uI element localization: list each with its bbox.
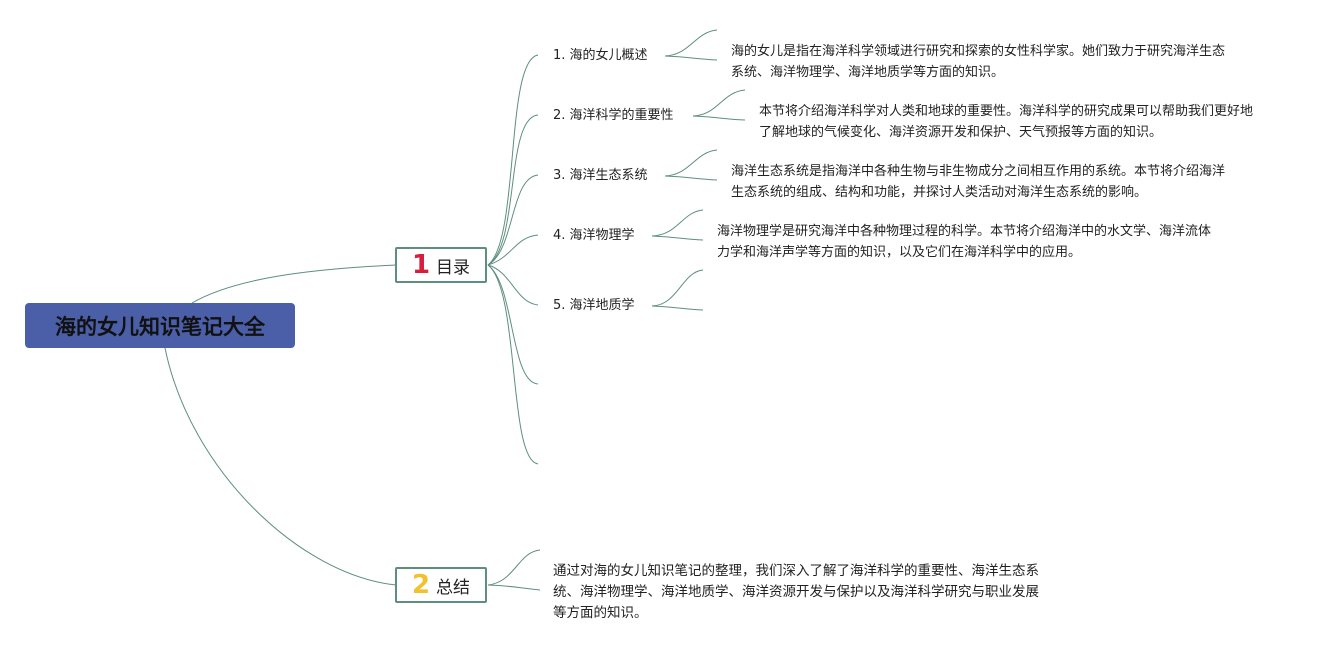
link-topic-4-desc: [651, 209, 704, 237]
toc-desc-2[interactable]: 本节将介绍海洋科学对人类和地球的重要性。海洋科学的研究成果可以帮助我们更好地了解…: [759, 104, 1254, 140]
branch-summary[interactable]: 2 总结: [395, 567, 487, 603]
link-toc-topic-1: [487, 54, 539, 266]
link-root-summary: [164, 347, 397, 586]
root-title: 海的女儿知识笔记大全: [55, 314, 265, 339]
toc-topic-4[interactable]: 4. 海洋物理学: [553, 228, 635, 243]
link-topic-1-desc: [664, 29, 718, 57]
branch-number-1: 1: [411, 250, 431, 280]
link-topic-5-desc: [651, 269, 704, 307]
toc-topic-3[interactable]: 3. 海洋生态系统: [553, 168, 648, 183]
link-topic-4-desc-end: [651, 235, 704, 241]
toc-desc-3[interactable]: 海洋生态系统是指海洋中各种生物与非生物成分之间相互作用的系统。本节将介绍海洋生态…: [731, 164, 1226, 200]
link-topic-3-desc: [664, 149, 718, 177]
link-topic-2-desc: [692, 89, 746, 117]
summary-text[interactable]: 通过对海的女儿知识笔记的整理，我们深入了解了海洋科学的重要性、海洋生态系统、海洋…: [553, 563, 1039, 621]
branch-label-toc: 目录: [436, 257, 471, 278]
branch-number-2: 2: [411, 570, 431, 600]
link-topic-5-desc-end: [651, 305, 704, 311]
toc-topic-2[interactable]: 2. 海洋科学的重要性: [553, 108, 674, 123]
root-node[interactable]: 海的女儿知识笔记大全: [25, 303, 295, 348]
link-topic-1-desc-end: [664, 55, 718, 61]
toc-topic-1[interactable]: 1. 海的女儿概述: [553, 48, 648, 63]
link-toc-topic-4: [487, 234, 539, 266]
branch-label-summary: 总结: [436, 577, 471, 598]
link-root-toc: [191, 264, 397, 304]
toc-desc-1[interactable]: 海的女儿是指在海洋科学领域进行研究和探索的女性科学家。她们致力于研究海洋生态系统…: [731, 44, 1226, 80]
link-topic-3-desc-end: [664, 175, 718, 181]
link-summary-text: [487, 549, 541, 586]
link-toc-topic-5: [487, 264, 539, 306]
link-toc-topic-2: [487, 114, 539, 266]
link-topic-2-desc-end: [692, 115, 746, 121]
branch-toc[interactable]: 1 目录: [395, 247, 487, 283]
link-toc-empty-7: [487, 264, 539, 465]
toc-topic-5[interactable]: 5. 海洋地质学: [553, 298, 635, 313]
link-toc-topic-3: [487, 174, 539, 266]
toc-desc-4[interactable]: 海洋物理学是研究海洋中各种物理过程的科学。本节将介绍海洋中的水文学、海洋流体力学…: [717, 224, 1212, 260]
link-summary-text-end: [487, 584, 541, 591]
